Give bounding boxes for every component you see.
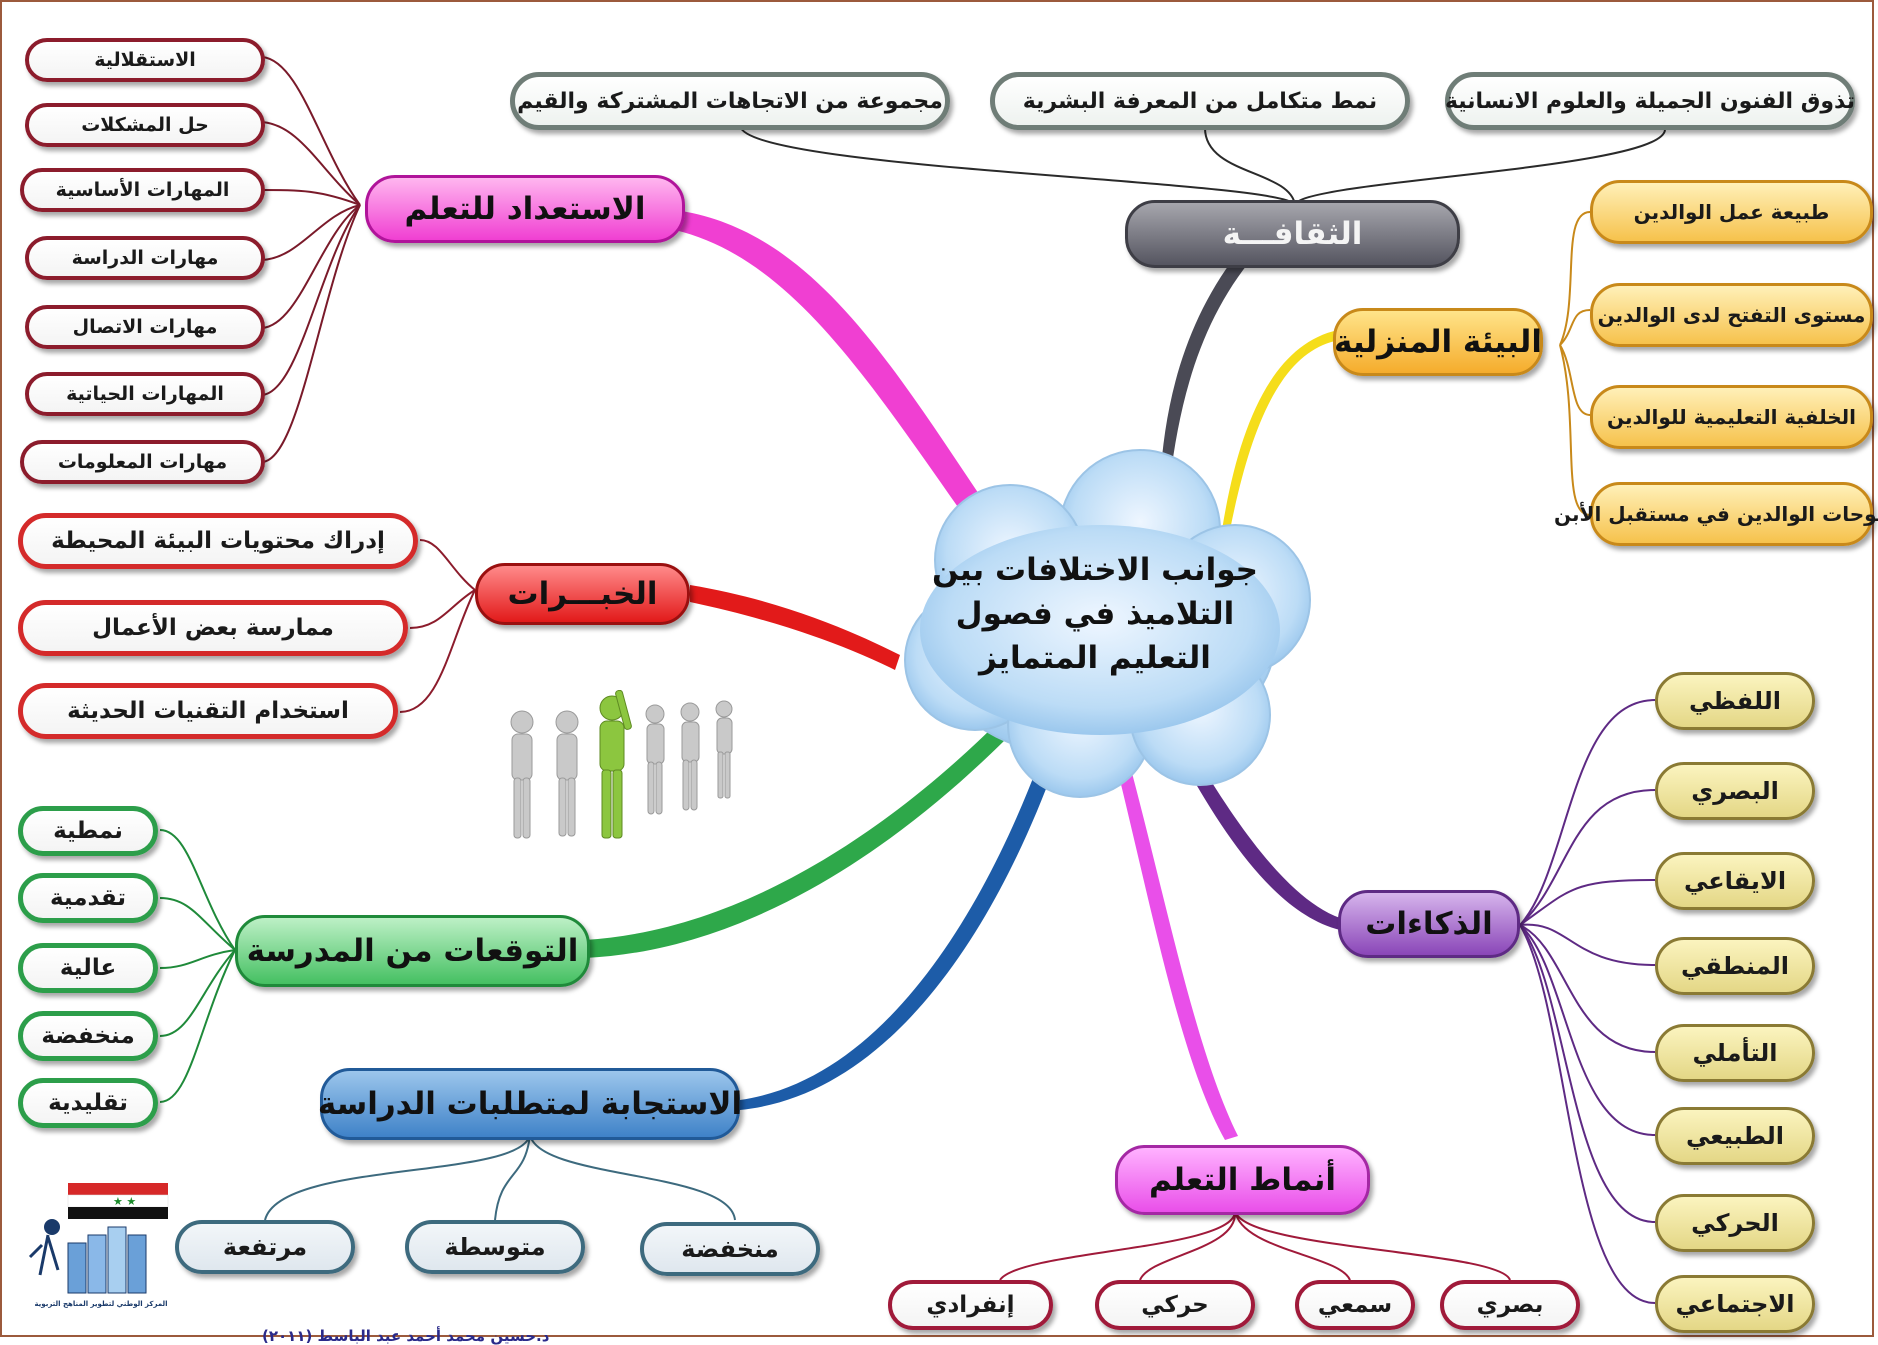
home-item[interactable]: مستوى التفتح لدى الوالدين — [1590, 283, 1873, 347]
central-topic-line-3: التعليم المتمايز — [979, 640, 1211, 676]
branch-home-environment[interactable]: البيئة المنزلية — [1333, 308, 1543, 376]
culture-item[interactable]: تذوق الفنون الجميلة والعلوم الانسانية — [1445, 72, 1855, 130]
expectations-item[interactable]: تقليدية — [18, 1078, 158, 1128]
response-item[interactable]: منخفضة — [640, 1222, 820, 1276]
branch-learning-styles[interactable]: أنماط التعلم — [1115, 1145, 1370, 1215]
readiness-item[interactable]: المهارات الأساسية — [20, 168, 265, 212]
culture-item[interactable]: مجموعة من الاتجاهات المشتركة والقيم — [510, 72, 950, 130]
home-item[interactable]: طموحات الوالدين في مستقبل الأبن — [1554, 482, 1878, 546]
home-item[interactable]: طبيعة عمل الوالدين — [1590, 180, 1873, 244]
intelligence-item[interactable]: الطبيعي — [1655, 1107, 1815, 1165]
footer-credit: د.حسين محمد أحمد عبد الباسط (٢٠١١) — [262, 1327, 550, 1345]
learning-style-item[interactable]: حركي — [1095, 1280, 1255, 1330]
intelligence-item[interactable]: التأملي — [1655, 1024, 1815, 1082]
connector-home — [1222, 330, 1340, 530]
expectations-item[interactable]: نمطية — [18, 806, 158, 856]
readiness-item[interactable]: مهارات المعلومات — [20, 440, 265, 484]
branch-culture[interactable]: الثقافـــة — [1125, 200, 1460, 268]
central-topic-line-1: جوانب الاختلافات بين — [932, 552, 1258, 588]
response-item[interactable]: مرتفعة — [175, 1220, 355, 1274]
branch-study-response[interactable]: الاستجابة لمتطلبات الدراسة — [318, 1068, 742, 1140]
connector-styles — [1115, 758, 1238, 1140]
expectations-item[interactable]: منخفضة — [18, 1011, 158, 1061]
intelligence-item[interactable]: الحركي — [1655, 1194, 1815, 1252]
central-topic-line-2: التلاميذ في فصول — [955, 596, 1235, 632]
intelligence-item[interactable]: المنطقي — [1655, 937, 1815, 995]
response-leaf-connectors — [264, 1134, 736, 1221]
svg-text:★ ★: ★ ★ — [113, 1195, 136, 1208]
center-logo: ★ ★ — [28, 1183, 169, 1294]
expectations-item[interactable]: عالية — [18, 943, 158, 993]
home-leaf-connectors — [1559, 211, 1591, 516]
central-topic: جوانب الاختلافات بين التلاميذ في فصول ال… — [900, 548, 1290, 680]
readiness-item[interactable]: حل المشكلات — [25, 103, 265, 147]
readiness-leaf-connectors — [261, 56, 361, 463]
people-illustration — [510, 690, 733, 839]
expectations-item[interactable]: تقدمية — [18, 873, 158, 923]
home-item[interactable]: الخلفية التعليمية للوالدين — [1590, 385, 1873, 449]
central-cloud — [904, 449, 1311, 798]
culture-leaf-connectors — [739, 124, 1666, 206]
branch-readiness[interactable]: الاستعداد للتعلم — [365, 175, 685, 243]
readiness-item[interactable]: مهارات الاتصال — [25, 305, 265, 349]
readiness-item[interactable]: مهارات الدراسة — [25, 236, 265, 280]
branch-intelligences[interactable]: الذكاءات — [1338, 890, 1520, 958]
intelligence-item[interactable]: الاجتماعي — [1655, 1275, 1815, 1333]
experiences-item[interactable]: استخدام التقنيات الحديثة — [18, 683, 398, 739]
experiences-item[interactable]: إدراك محتويات البيئة المحيطة — [18, 513, 418, 569]
response-item[interactable]: متوسطة — [405, 1220, 585, 1274]
readiness-item[interactable]: الاستقلالية — [25, 38, 265, 82]
styles-leaf-connectors — [999, 1209, 1511, 1281]
branch-school-expectations[interactable]: التوقعات من المدرسة — [235, 915, 590, 987]
connector-experiences — [690, 585, 900, 670]
connector-readiness — [675, 210, 1010, 552]
learning-style-item[interactable]: بصري — [1440, 1280, 1580, 1330]
learning-style-item[interactable]: سمعي — [1295, 1280, 1415, 1330]
experiences-leaf-connectors — [399, 539, 476, 713]
intelligence-item[interactable]: البصري — [1655, 762, 1815, 820]
expectations-leaf-connectors — [159, 829, 236, 1103]
learning-style-item[interactable]: إنفرادي — [888, 1280, 1053, 1330]
intelligence-item[interactable]: الايقاعي — [1655, 852, 1815, 910]
readiness-item[interactable]: المهارات الحياتية — [25, 372, 265, 416]
intelligence-item[interactable]: اللفظي — [1655, 672, 1815, 730]
culture-item[interactable]: نمط متكامل من المعرفة البشرية — [990, 72, 1410, 130]
branch-experiences[interactable]: الخبـــرات — [475, 563, 690, 625]
experiences-item[interactable]: ممارسة بعض الأعمال — [18, 600, 408, 656]
green-person — [599, 690, 632, 839]
intelligences-leaf-connectors — [1519, 699, 1656, 1304]
logo-caption: المركز الوطني لتطوير المناهج التربوية — [34, 1300, 168, 1308]
